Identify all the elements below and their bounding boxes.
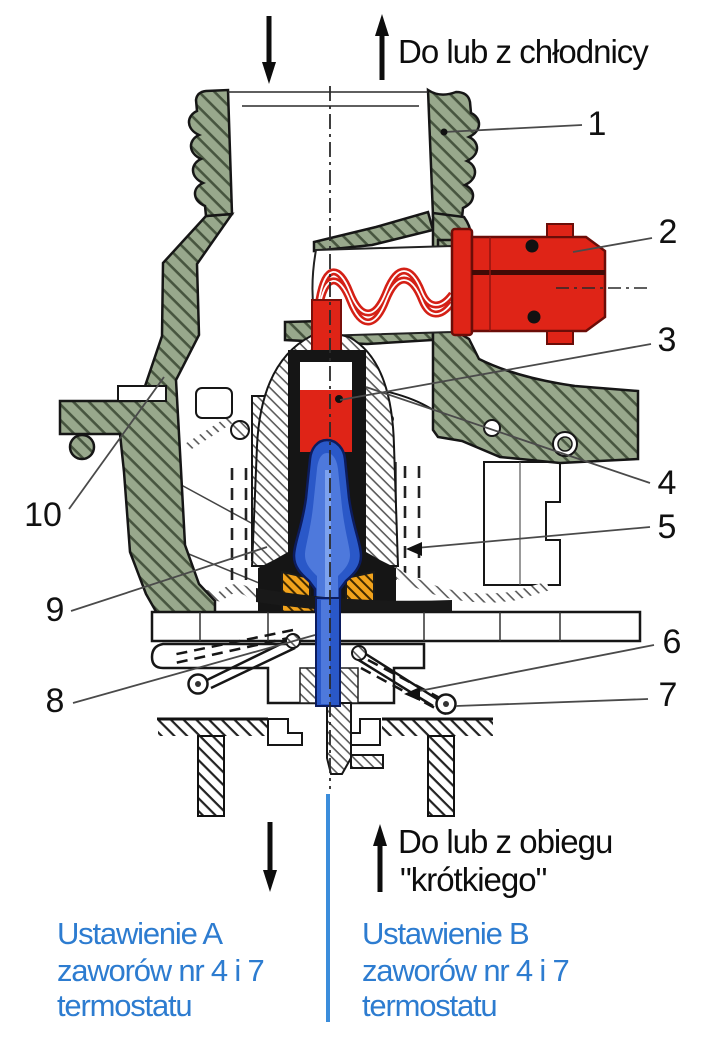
flow-label-bottom-line1: Do lub z obiegu <box>398 823 612 860</box>
bypass-housing-step <box>483 461 561 586</box>
floor-wall-right <box>427 735 455 817</box>
mounting-flange <box>150 610 642 643</box>
valve-pin <box>292 438 363 622</box>
housing-rim <box>256 588 452 613</box>
flange-tab <box>117 385 167 402</box>
heater-chamber <box>311 244 455 338</box>
floor-wall-left <box>197 735 225 817</box>
connector-hole-bottom <box>527 310 541 324</box>
callout-1: 1 <box>588 105 607 143</box>
setting-b-line1: Ustawienie B <box>362 916 529 951</box>
callout-6: 6 <box>663 623 682 661</box>
return-spring-left <box>230 468 248 580</box>
setting-a-line3: termostatu <box>57 988 191 1023</box>
valve-assembly <box>150 628 457 775</box>
heater-connector <box>450 223 607 345</box>
pressed-sheet-right <box>385 564 550 603</box>
leader-5-arrowhead <box>406 542 422 556</box>
callout-leaders <box>68 124 655 707</box>
flow-label-bottom-line2: "krótkiego" <box>400 861 547 898</box>
oring-section <box>483 419 501 437</box>
setting-b-caption: Ustawienie B zaworów nr 4 i 7 termostatu <box>362 916 570 1023</box>
bypass-valve-stem <box>326 702 352 775</box>
valve-pin-stem <box>315 597 341 707</box>
callout-2: 2 <box>659 213 678 251</box>
pressed-sheet-left <box>149 579 317 602</box>
callout-3: 3 <box>658 321 677 359</box>
engine-block-floor <box>157 717 493 817</box>
capsule-gap <box>300 362 352 390</box>
return-spring-right <box>403 466 421 578</box>
chamber-roof-strip <box>312 210 435 253</box>
neck-right-wall <box>426 87 481 220</box>
flow-annotations: Do lub z chłodnicy Do lub z obiegu "krót… <box>262 14 650 898</box>
centerlines <box>228 86 652 789</box>
connector-body <box>470 235 607 333</box>
setting-a-line2: zaworów nr 4 i 7 <box>57 953 264 988</box>
setting-a-caption: Ustawienie A zaworów nr 4 i 7 termostatu <box>57 916 265 1023</box>
flange-ball <box>68 433 96 461</box>
callout-3-dot <box>335 395 343 403</box>
callout-5: 5 <box>658 508 677 546</box>
callout-8: 8 <box>46 682 65 720</box>
flow-label-top: Do lub z chłodnicy <box>398 33 649 70</box>
spring-arm-left-alt <box>171 628 294 665</box>
callout-10: 10 <box>24 496 62 534</box>
callout-9: 9 <box>46 591 65 629</box>
callout-4: 4 <box>658 464 677 502</box>
callout-7: 7 <box>659 676 678 714</box>
bolt-section <box>557 436 573 452</box>
callout-numbers: 1 2 3 4 5 6 7 8 9 10 <box>24 105 681 720</box>
leader-6-arrowhead <box>404 687 420 701</box>
setting-b-line2: zaworów nr 4 i 7 <box>362 953 569 988</box>
heater-coil <box>315 267 455 326</box>
setting-b-line3: termostatu <box>362 988 496 1023</box>
settings-divider <box>326 794 330 1022</box>
connector-slot <box>472 270 605 275</box>
main-valve-plate <box>150 642 426 705</box>
bolt-head <box>195 387 233 419</box>
setting-a-line1: Ustawienie A <box>57 916 223 951</box>
neck-left-wall <box>187 88 234 218</box>
connector-hole-top <box>525 239 539 253</box>
bypass-valve-disc <box>350 754 384 769</box>
